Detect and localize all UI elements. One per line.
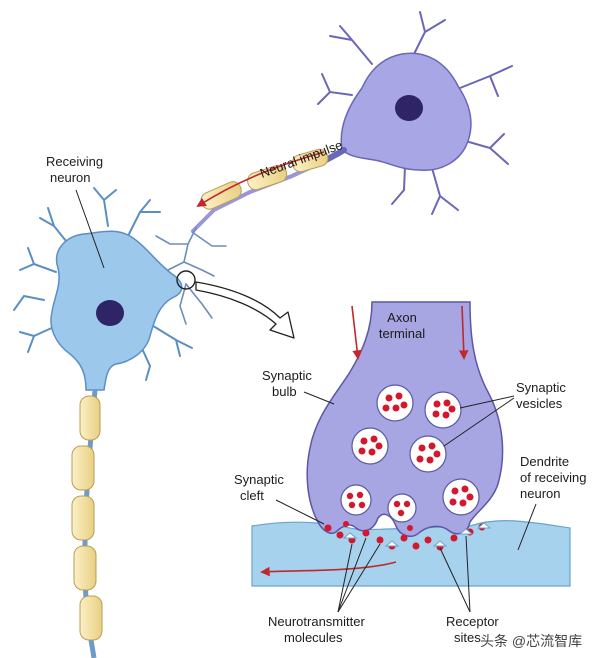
sending-neuron [315,11,513,215]
zoom-arrow [195,281,295,339]
receiving-nucleus [96,300,124,326]
label-receptor-sites: Receptor sites [439,535,499,645]
synaptic-vesicles [340,384,480,523]
impulse-arrow [196,151,325,208]
svg-text:Axon: Axon [387,310,417,325]
axon-terminal-bulb [306,301,504,537]
svg-text:bulb: bulb [272,384,297,399]
label-synaptic-vesicles: Synaptic vesicles [443,380,566,447]
receiving-neuron [13,187,196,658]
label-synaptic-bulb: Synaptic bulb [262,368,335,405]
svg-text:Receptor: Receptor [446,614,499,629]
svg-text:neuron: neuron [50,170,90,185]
label-synaptic-cleft: Synaptic cleft [234,472,325,525]
watermark: 头条 @芯流智库 [480,633,582,649]
svg-text:cleft: cleft [240,488,264,503]
svg-text:Synaptic: Synaptic [262,368,312,383]
sending-nucleus [395,95,423,121]
label-dendrite: Dendrite of receiving neuron [517,454,586,551]
synapse-callout-circle [176,270,196,290]
svg-text:sites: sites [454,630,481,645]
svg-text:Synaptic: Synaptic [516,380,566,395]
receptor-sites [342,522,492,547]
svg-text:terminal: terminal [379,326,425,341]
svg-text:Receiving: Receiving [46,154,103,169]
label-axon-terminal: Axon terminal [379,310,425,341]
svg-text:of receiving: of receiving [520,470,586,485]
svg-text:molecules: molecules [284,630,343,645]
svg-text:Synaptic: Synaptic [234,472,284,487]
synapse-detail [251,301,571,587]
svg-text:Neurotransmitter: Neurotransmitter [268,614,365,629]
svg-text:neuron: neuron [520,486,560,501]
label-receiving-neuron: Receiving neuron [46,154,105,269]
label-neurotransmitter: Neurotransmitter molecules [268,537,381,645]
svg-text:vesicles: vesicles [516,396,563,411]
svg-text:Dendrite: Dendrite [520,454,569,469]
